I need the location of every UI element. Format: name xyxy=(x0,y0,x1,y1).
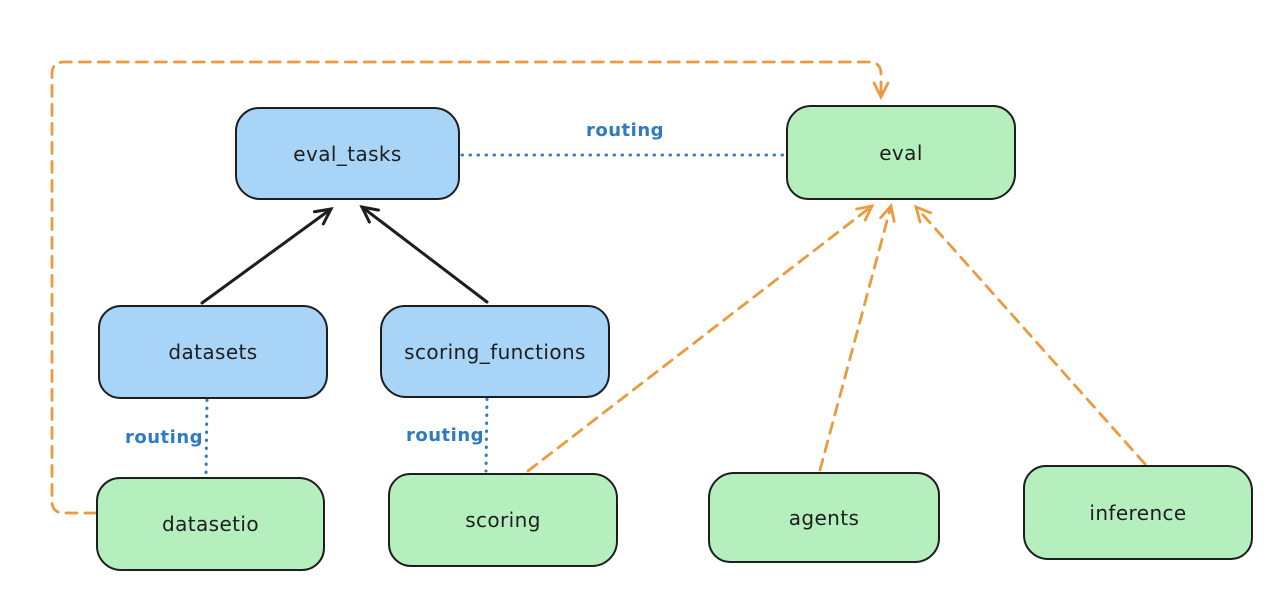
edge-datasets-to-datasetio-routing xyxy=(204,398,209,477)
edge-scoring-functions-to-scoring-routing xyxy=(484,397,489,473)
node-label: eval xyxy=(879,140,923,165)
node-datasets: datasets xyxy=(98,305,328,399)
routing-label-datasets-datasetio: routing xyxy=(125,427,204,448)
routing-label-eval-tasks-eval: routing xyxy=(586,120,665,141)
edge-scoring-functions-to-eval-tasks xyxy=(359,204,489,304)
routing-label-scoring-functions-scoring: routing xyxy=(406,425,485,446)
node-scoring-functions: scoring_functions xyxy=(380,305,610,398)
node-inference: inference xyxy=(1023,465,1253,560)
node-label: scoring xyxy=(465,508,541,532)
edge-datasets-to-eval-tasks xyxy=(200,207,334,305)
node-label: inference xyxy=(1089,500,1187,525)
node-eval-tasks: eval_tasks xyxy=(235,107,460,200)
node-label: eval_tasks xyxy=(293,141,402,166)
node-label: datasetio xyxy=(161,512,259,536)
edge-inference-to-eval xyxy=(913,204,1147,466)
edge-datasetio-to-eval xyxy=(50,60,890,515)
node-agents: agents xyxy=(708,472,940,563)
node-eval: eval xyxy=(786,105,1016,200)
edge-scoring-to-eval xyxy=(526,204,875,473)
node-label: datasets xyxy=(168,340,258,364)
node-label: scoring_functions xyxy=(404,339,586,364)
node-scoring: scoring xyxy=(388,473,618,567)
edge-agents-to-eval xyxy=(818,202,896,472)
node-label: agents xyxy=(788,505,860,530)
node-datasetio: datasetio xyxy=(96,477,325,571)
